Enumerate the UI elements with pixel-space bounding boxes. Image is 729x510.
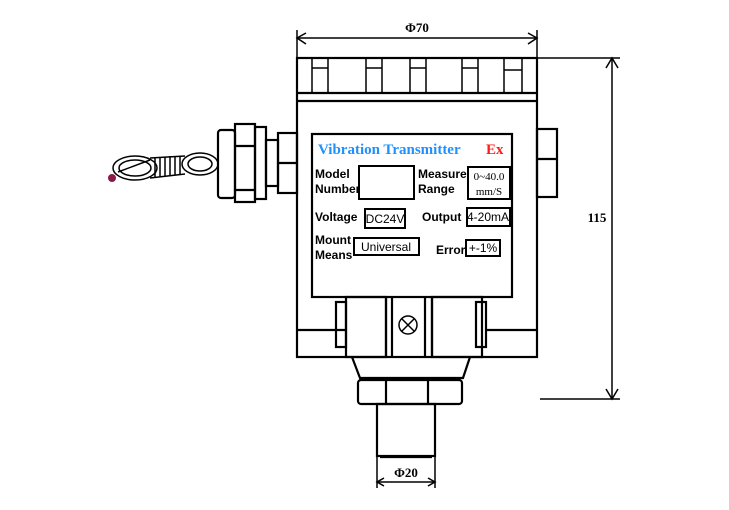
dimension-top-label: Φ70	[405, 20, 429, 35]
error-value: +-1%	[469, 241, 498, 255]
top-ribs	[311, 57, 523, 94]
screw-icon	[398, 315, 418, 335]
ex-badge: Ex	[486, 142, 504, 158]
error-label: Error	[436, 243, 466, 257]
mount-value: Universal	[361, 240, 411, 254]
model-label-1: Model	[315, 167, 350, 181]
mount-value-box	[353, 237, 420, 256]
range-value-2: mm/S	[476, 186, 502, 198]
range-value-box	[467, 166, 511, 200]
stem	[375, 402, 437, 458]
dimension-top: Φ70	[295, 20, 539, 60]
output-value-box	[466, 207, 511, 227]
output-label: Output	[422, 210, 461, 224]
dimension-right: 115	[537, 56, 620, 401]
cable-coil	[108, 152, 219, 182]
mount-label-2: Means	[315, 248, 353, 262]
range-label-1: Measure	[418, 167, 467, 181]
model-value-box	[358, 165, 415, 200]
right-boss	[535, 127, 559, 199]
nameplate-title: Vibration Transmitter	[318, 142, 461, 158]
dimension-bottom-label: Φ20	[394, 465, 418, 480]
range-label-2: Range	[418, 182, 455, 196]
dimension-right-label: 115	[588, 210, 607, 225]
voltage-value-box	[364, 208, 406, 229]
output-value: 4-20mA	[467, 210, 509, 224]
model-label-2: Number	[315, 182, 361, 196]
housing	[295, 56, 559, 359]
voltage-label: Voltage	[315, 210, 358, 224]
nameplate: Vibration Transmitter Ex Model Number Me…	[310, 132, 514, 299]
dimension-bottom: Φ20	[375, 456, 437, 488]
cable-gland	[216, 122, 299, 204]
cable-end	[108, 174, 116, 182]
mount-label-1: Mount	[315, 233, 351, 247]
voltage-value: DC24V	[366, 212, 405, 226]
hex-nut	[356, 378, 464, 406]
range-value-1: 0~40.0	[474, 171, 505, 183]
neck	[334, 295, 488, 459]
error-value-box	[465, 239, 501, 257]
